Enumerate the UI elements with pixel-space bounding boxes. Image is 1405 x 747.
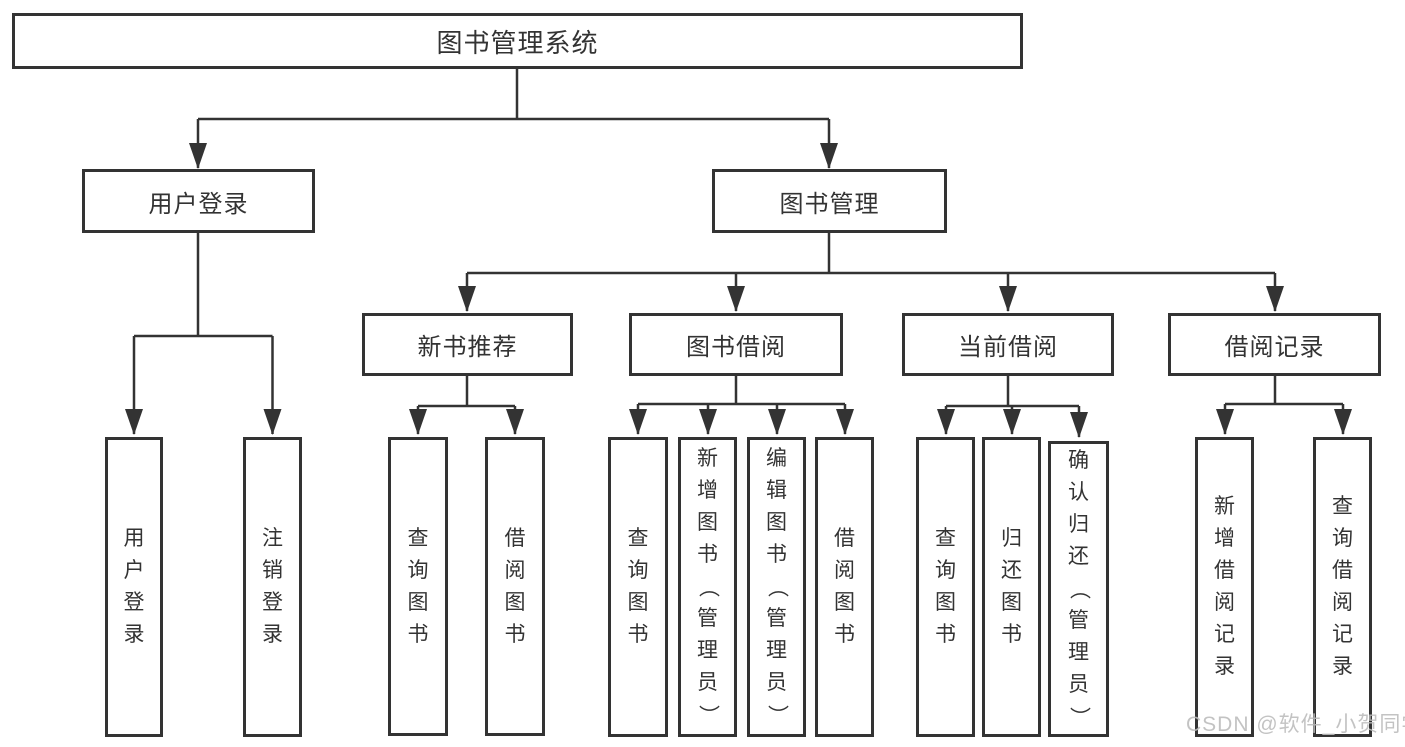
node-book-management: 图书管理 [712,169,947,233]
node-borrow-records: 借阅记录 [1168,313,1381,376]
leaf-user-login: 用户登录 [105,437,163,737]
leaf-current-query-books: 查询图书 [916,437,975,737]
leaf-records-add-record: 新增借阅记录 [1195,437,1254,737]
leaf-logout: 注销登录 [243,437,302,737]
node-book-borrow: 图书借阅 [629,313,843,376]
leaf-borrow-add-books-admin: 新增图书（管理员） [678,437,737,737]
leaf-borrow-borrow-books: 借阅图书 [815,437,874,737]
leaf-current-confirm-return-admin: 确认归还（管理员） [1048,441,1109,737]
leaf-records-query-record: 查询借阅记录 [1313,437,1372,737]
leaf-newbooks-borrow-books: 借阅图书 [485,437,545,736]
leaf-borrow-query-books: 查询图书 [608,437,668,737]
csdn-watermark: CSDN @软件_小贺同学 [1186,713,1405,736]
node-user-login: 用户登录 [82,169,315,233]
node-current-borrow: 当前借阅 [902,313,1114,376]
leaf-borrow-edit-books-admin: 编辑图书（管理员） [747,437,806,737]
leaf-current-return-books: 归还图书 [982,437,1041,737]
node-new-book-recommend: 新书推荐 [362,313,573,376]
node-system-root: 图书管理系统 [12,13,1023,69]
leaf-newbooks-query-books: 查询图书 [388,437,448,736]
